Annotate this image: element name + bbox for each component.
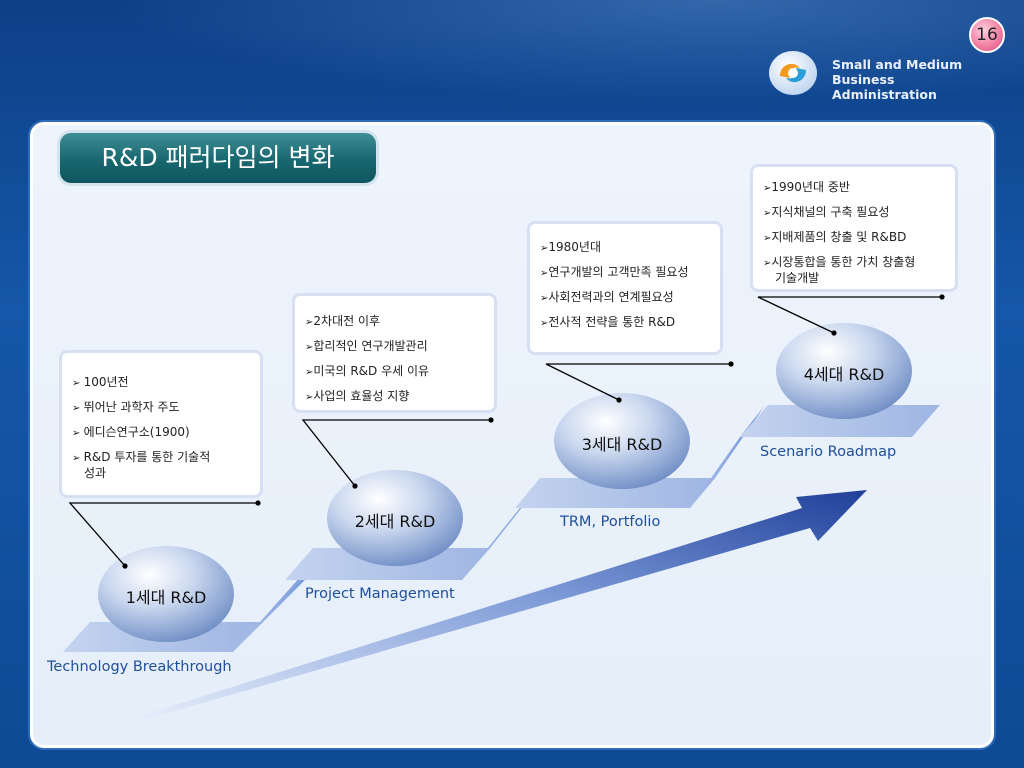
stage-2-bullet-4: ➢사업의 효율성 지향 (305, 389, 410, 403)
stage-2-callout: ➢2차대전 이후 ➢합리적인 연구개발관리 ➢미국의 R&D 우세 이유 ➢사업… (292, 293, 497, 413)
arrow-bullet-icon: ➢ (72, 378, 84, 389)
stage-2-label: 2세대 R&D (354, 512, 436, 531)
stage-4-bullet-3: ➢지배제품의 창출 및 R&BD (763, 230, 907, 244)
arrow-bullet-icon: ➢ (540, 243, 549, 254)
arrow-bullet-icon: ➢ (305, 392, 314, 403)
growth-arrow (140, 490, 867, 720)
stage-4-caption: Scenario Roadmap (760, 444, 897, 460)
stage-2-caption: Project Management (305, 586, 455, 602)
stage-4-callout: ➢1990년대 중반 ➢지식채널의 구축 필요성 ➢지배제품의 창출 및 R&B… (750, 164, 958, 292)
stage-1-sphere (98, 546, 234, 642)
sbma-logo-icon (769, 51, 817, 95)
connector-1 (68, 502, 258, 567)
arrow-bullet-icon: ➢ (540, 268, 549, 279)
arrow-bullet-icon: ➢ (72, 453, 84, 464)
stage-2-bullet-2: ➢합리적인 연구개발관리 (305, 339, 428, 353)
arrow-bullet-icon: ➢ (540, 318, 549, 329)
stage-1-caption: Technology Breakthrough (47, 659, 232, 675)
connector-dots (122, 294, 945, 569)
stage-1-bullet-2: ➢ 뛰어난 과학자 주도 (72, 400, 180, 414)
organization-name-line2: Administration (832, 87, 937, 102)
stage-3-sphere (554, 393, 690, 489)
arrow-bullet-icon: ➢ (72, 403, 84, 414)
stage-4-bullet-4: ➢시장통합을 통한 가치 창출형 기술개발 (763, 255, 916, 285)
arrow-bullet-icon: ➢ (305, 367, 314, 378)
step-4-tread (740, 405, 940, 437)
callout-connectors (68, 296, 942, 567)
arrow-bullet-icon: ➢ (763, 258, 772, 269)
arrow-bullet-icon: ➢ (305, 317, 314, 328)
connector-3 (545, 363, 731, 401)
stage-3-bullet-2: ➢연구개발의 고객만족 필요성 (540, 265, 689, 279)
arrow-bullet-icon: ➢ (763, 183, 772, 194)
arrow-bullet-icon: ➢ (763, 208, 772, 219)
stage-1-callout: ➢ 100년전 ➢ 뛰어난 과학자 주도 ➢ 에디슨연구소(1900) ➢ R&… (59, 350, 263, 498)
stage-3-callout: ➢1980년대 ➢연구개발의 고객만족 필요성 ➢사회전력과의 연계필요성 ➢전… (527, 221, 723, 355)
connector-4 (757, 296, 942, 334)
stage-1-bullet-4: ➢ R&D 투자를 통한 기술적 성과 (72, 450, 211, 480)
arrow-bullet-icon: ➢ (305, 342, 314, 353)
page-number-badge: 16 (969, 17, 1005, 53)
stage-3-label: 3세대 R&D (581, 435, 663, 454)
header-sheen (0, 0, 1024, 120)
stage-3-bullet-4: ➢전사적 전략을 통한 R&D (540, 315, 676, 329)
connector-2 (301, 419, 491, 487)
organization-name: Small and Medium Business Administration (832, 57, 1024, 102)
stage-4-bullet-1: ➢1990년대 중반 (763, 180, 850, 194)
slide-title: R&D 패러다임의 변화 (57, 130, 379, 186)
arrow-bullet-icon: ➢ (540, 293, 549, 304)
stage-4-label: 4세대 R&D (803, 365, 885, 384)
stage-3-bullet-1: ➢1980년대 (540, 240, 602, 254)
stage-4-bullet-2: ➢지식채널의 구축 필요성 (763, 205, 890, 219)
stage-2-sphere (327, 470, 463, 566)
stage-2-bullet-3: ➢미국의 R&D 우세 이유 (305, 364, 430, 378)
stage-2-bullet-1: ➢2차대전 이후 (305, 314, 381, 328)
stage-1-bullet-3: ➢ 에디슨연구소(1900) (72, 425, 190, 439)
stage-4-sphere (776, 323, 912, 419)
stage-1-label: 1세대 R&D (125, 588, 207, 607)
step-3-tread (515, 478, 715, 508)
stage-3-bullet-3: ➢사회전력과의 연계필요성 (540, 290, 674, 304)
arrow-bullet-icon: ➢ (763, 233, 772, 244)
arrow-bullet-icon: ➢ (72, 428, 84, 439)
stage-3-caption: TRM, Portfolio (560, 514, 661, 530)
step-3-riser (690, 405, 765, 508)
stage-1-bullet-1: ➢ 100년전 (72, 375, 129, 389)
organization-name-line1: Small and Medium Business (832, 57, 963, 87)
